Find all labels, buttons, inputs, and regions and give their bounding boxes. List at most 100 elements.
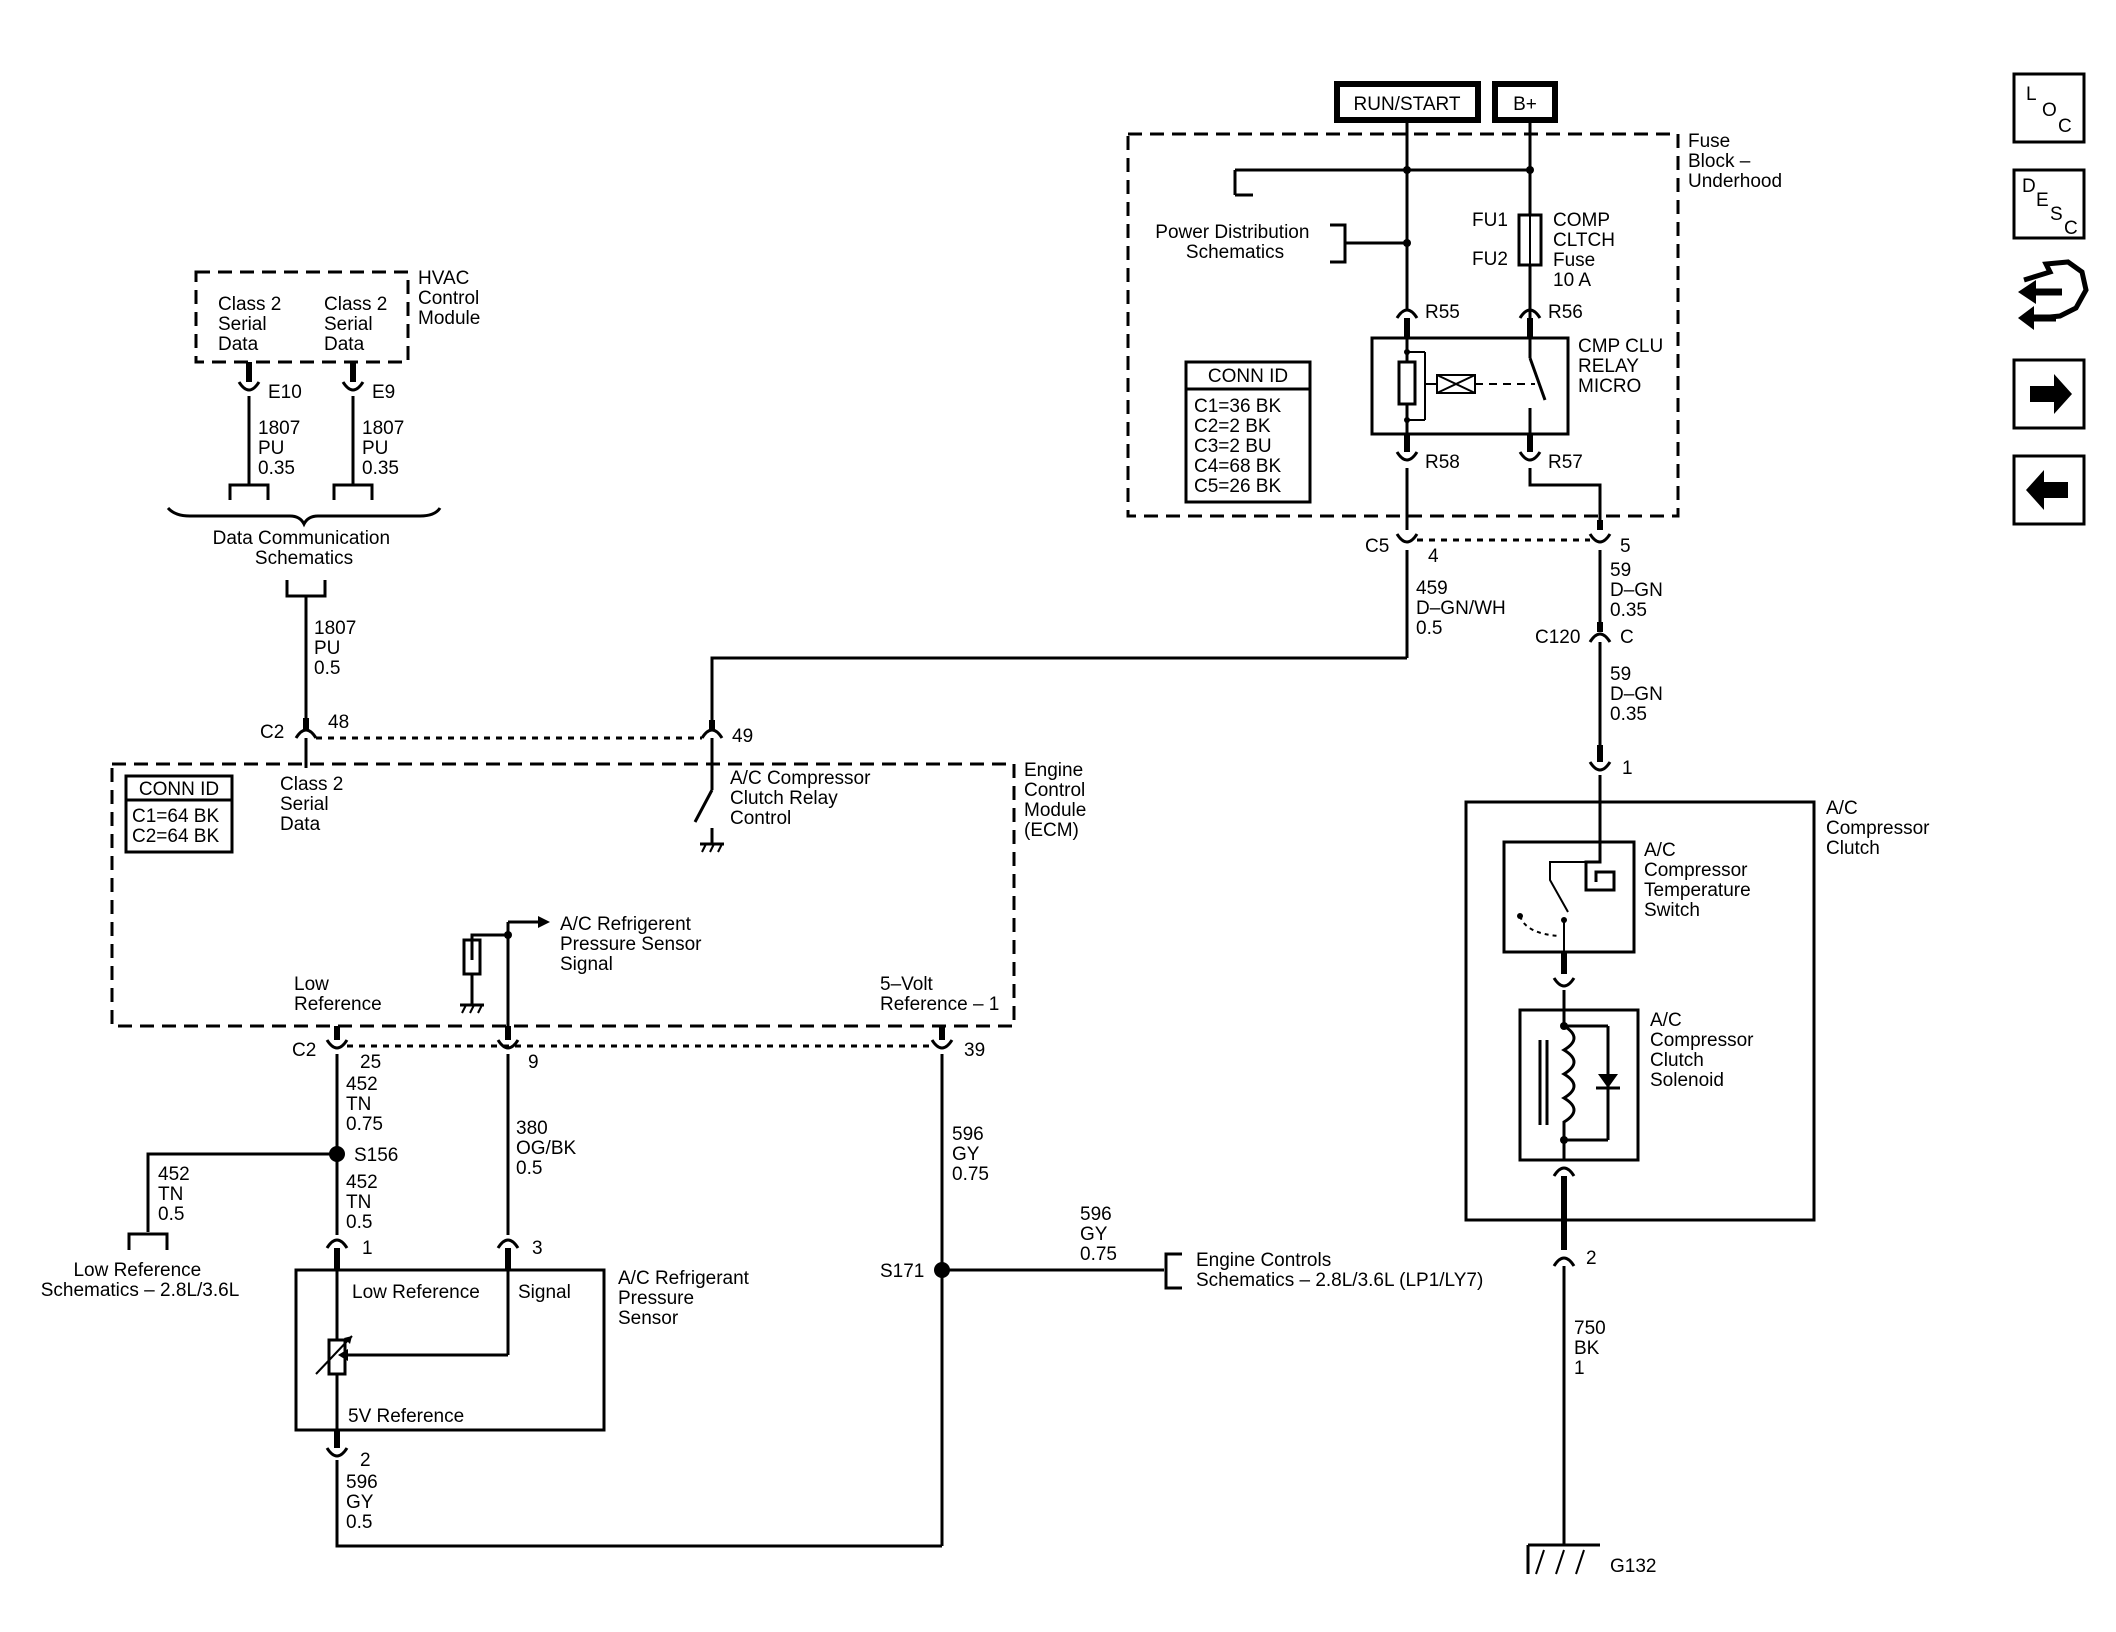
svg-text:C1=64 BK: C1=64 BK — [132, 806, 219, 827]
sensor-signal-pin-label: Signal — [518, 1282, 571, 1303]
fu1-label: FU1 — [1472, 210, 1508, 231]
wire-452b-label: 452 TN 0.5 — [346, 1172, 383, 1233]
temp-switch-label: A/C Compressor Temperature Switch — [1644, 840, 1756, 921]
data-comm-schematics[interactable]: Data Communication Schematics — [213, 528, 396, 569]
wire-1807a-label: 1807 PU 0.35 — [258, 418, 306, 479]
engine-controls-schematics[interactable]: Engine Controls Schematics – 2.8L/3.6L (… — [1196, 1250, 1483, 1291]
power-run-start: RUN/START — [1334, 81, 1481, 123]
pin9-label: 9 — [528, 1052, 539, 1073]
wire-459-label: 459 D–GN/WH 0.5 — [1416, 578, 1511, 639]
g132-ground-icon: G132 — [1526, 1543, 1656, 1577]
svg-text:C3=2 BU: C3=2 BU — [1194, 436, 1272, 457]
svg-text:C2=2 BK: C2=2 BK — [1194, 416, 1271, 437]
arrow-right-button[interactable] — [2012, 358, 2086, 430]
run-start-label: RUN/START — [1354, 94, 1461, 115]
c5-connector: C5 4 5 — [1365, 533, 1631, 567]
svg-text:C: C — [2064, 218, 2078, 239]
fuse-block-title: Fuse Block – Underhood — [1688, 131, 1782, 192]
svg-text:C1=36 BK: C1=36 BK — [1194, 396, 1281, 417]
svg-text:D: D — [2022, 176, 2036, 197]
r56-label: R56 — [1548, 302, 1583, 323]
r57-connector-icon — [1518, 451, 1542, 462]
ecm-title: Engine Control Module (ECM) — [1024, 760, 1092, 841]
r57-label: R57 — [1548, 452, 1583, 473]
bimetal-icon — [1584, 842, 1616, 892]
nav-loc-button[interactable]: L O C — [2012, 72, 2086, 144]
ac-compressor-clutch: A/C Compressor Clutch A/C Compressor Tem… — [1464, 798, 1935, 1222]
arrow-right-icon — [2030, 374, 2072, 414]
nav-desc-button[interactable]: D E S C — [2012, 168, 2086, 240]
r55-connector-icon — [1395, 308, 1419, 319]
svg-text:C2=64 BK: C2=64 BK — [132, 826, 219, 847]
relay-label: CMP CLU RELAY MICRO — [1578, 336, 1668, 397]
ecm-class2-serial: Class 2 Serial Data — [280, 774, 349, 835]
relay-control-switch-icon — [693, 789, 714, 823]
wire-452a-label: 452 TN 0.75 — [346, 1074, 383, 1135]
arrow-icon — [538, 916, 550, 928]
s156-label: S156 — [354, 1145, 398, 1166]
power-bplus: B+ — [1492, 81, 1558, 123]
svg-text:CONN ID: CONN ID — [1208, 366, 1288, 387]
wire-596a-label: 596 GY 0.75 — [952, 1124, 989, 1185]
wire-1807c-label: 1807 PU 0.5 — [314, 618, 362, 679]
wire-750-label: 750 BK 1 — [1574, 1318, 1611, 1379]
bplus-label: B+ — [1513, 94, 1537, 115]
temp-switch-box — [1502, 840, 1636, 954]
arrow-left-icon — [2026, 470, 2068, 510]
svg-text:S: S — [2050, 204, 2063, 225]
low-ref-schematics[interactable]: Low Reference Schematics – 2.8L/3.6L — [41, 1260, 240, 1301]
pin25-label: 25 — [360, 1052, 381, 1073]
solenoid-label: A/C Compressor Clutch Solenoid — [1650, 1010, 1759, 1091]
svg-text:C5=26 BK: C5=26 BK — [1194, 476, 1281, 497]
wire-380-label: 380 OG/BK 0.5 — [516, 1118, 581, 1179]
harness-icon[interactable] — [2018, 259, 2089, 330]
clutch-pin1-label: 1 — [1622, 758, 1633, 779]
coil-icon — [1561, 1024, 1576, 1140]
s171-label: S171 — [880, 1261, 924, 1282]
c120-pin-label: C — [1620, 627, 1634, 648]
r56-connector-icon — [1518, 308, 1542, 319]
solenoid-box — [1518, 1008, 1640, 1162]
hvac-title: HVAC Control Module — [418, 268, 485, 329]
sensor-pin3-label: 3 — [532, 1238, 543, 1259]
svg-text:L: L — [2026, 84, 2037, 105]
svg-text:E: E — [2036, 190, 2049, 211]
fu2-label: FU2 — [1472, 249, 1508, 270]
clutch-title: A/C Compressor Clutch — [1826, 798, 1935, 859]
wire-452c-label: 452 TN 0.5 — [158, 1164, 195, 1225]
r58-label: R58 — [1425, 452, 1460, 473]
arrow-left-button[interactable] — [2012, 454, 2086, 526]
svg-text:O: O — [2042, 100, 2057, 121]
data-comm-brace — [166, 506, 442, 528]
svg-text:4: 4 — [1428, 546, 1439, 567]
svg-text:CONN ID: CONN ID — [139, 779, 219, 800]
c120-label: C120 — [1535, 627, 1580, 648]
hvac-serial-data-2: Class 2 Serial Data — [324, 294, 393, 355]
relay-box — [1370, 336, 1570, 436]
svg-text:C: C — [2058, 116, 2072, 137]
c120-connector-icon — [1588, 632, 1612, 643]
wire-596b-label: 596 GY 0.75 — [1080, 1204, 1117, 1265]
wire-596c-label: 596 GY 0.5 — [346, 1472, 383, 1533]
relay-control-label: A/C Compressor Clutch Relay Control — [730, 768, 876, 829]
svg-text:5: 5 — [1620, 536, 1631, 557]
svg-text:C4=68 BK: C4=68 BK — [1194, 456, 1281, 477]
ecm-c2-top-label: C2 — [260, 722, 284, 743]
hvac-control-module: HVAC Control Module Class 2 Serial Data … — [194, 268, 485, 364]
pin48-label: 48 — [328, 712, 349, 733]
ecm-low-reference-label: Low Reference — [294, 974, 382, 1015]
pin49-label: 49 — [732, 726, 753, 747]
ecm-conn-id-table: CONN ID C1=64 BK C2=64 BK — [124, 774, 234, 854]
power-dist-schematics[interactable]: Power Distribution Schematics — [1155, 222, 1314, 263]
diode-icon — [1598, 1074, 1618, 1088]
fuse-label: COMP CLTCH Fuse 10 A — [1553, 210, 1620, 291]
e10-label: E10 — [268, 382, 302, 403]
engine-control-module: C2 48 49 Engine Control Module (ECM) Cla… — [110, 712, 1092, 1073]
sensor-low-ref-label: Low Reference — [352, 1282, 480, 1303]
sensor-5v-label: 5V Reference — [348, 1406, 464, 1427]
ecm-c2-bottom-label: C2 — [292, 1040, 316, 1061]
relay-switch-icon — [1528, 357, 1547, 401]
r58-connector-icon — [1395, 451, 1419, 462]
svg-text:C5: C5 — [1365, 536, 1389, 557]
